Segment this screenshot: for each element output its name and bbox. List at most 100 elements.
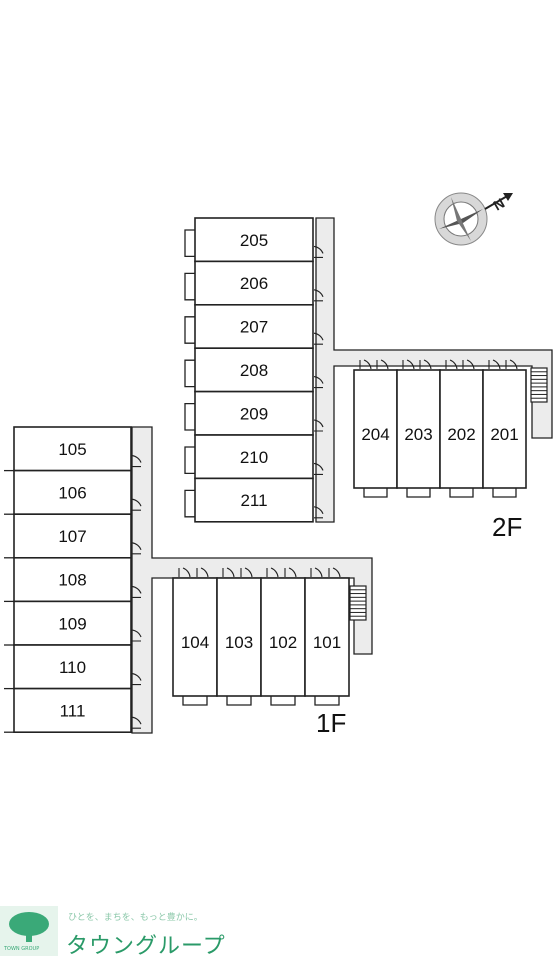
door-icon (284, 567, 297, 578)
room-number: 101 (313, 633, 341, 652)
door-icon (488, 359, 501, 370)
door-icon (196, 567, 209, 578)
room-number: 108 (58, 571, 86, 590)
room-209: 209 (184, 390, 314, 436)
door-icon (359, 359, 372, 370)
door-icon (313, 506, 324, 519)
room-number: 107 (58, 527, 86, 546)
door-icon (313, 245, 324, 258)
balcony (184, 402, 195, 431)
room-number: 105 (58, 440, 86, 459)
room-number: 207 (240, 318, 268, 337)
door-icon (131, 673, 142, 686)
door-icon (222, 567, 235, 578)
balcony (363, 488, 388, 498)
room-box (216, 577, 262, 697)
door-icon (131, 629, 142, 642)
room-number: 206 (240, 274, 268, 293)
room-number: 208 (240, 361, 268, 380)
balcony (184, 229, 195, 258)
room-box (194, 477, 314, 523)
room-box (260, 577, 306, 697)
room-105: 105 (4, 426, 132, 472)
door-icon (240, 567, 253, 578)
walkways (131, 217, 553, 734)
door-icon (131, 455, 142, 468)
footer-brand-name: タウングループ (66, 934, 226, 959)
room-101: 101 (304, 577, 350, 706)
walkway-1f (131, 426, 373, 734)
door-icon (131, 716, 142, 729)
north-arrow-head (503, 193, 513, 201)
stair-box (349, 585, 367, 621)
room-number: 103 (225, 633, 253, 652)
room-number: 210 (240, 448, 268, 467)
room-box (13, 644, 132, 690)
stairs-1f (349, 585, 367, 621)
room-201: 201 (482, 369, 527, 498)
room-number: 106 (58, 484, 86, 503)
footer-tagline: ひとを、まちを、もっと豊かに。 (68, 913, 203, 923)
compass-needle (451, 197, 471, 241)
room-203: 203 (396, 369, 441, 498)
room-box (194, 303, 314, 349)
door-icon (402, 359, 415, 370)
balcony (226, 696, 252, 706)
room-box (13, 687, 132, 733)
balcony (314, 696, 340, 706)
room-205: 205 (184, 217, 314, 263)
room-box (194, 217, 314, 263)
door-icon (376, 359, 389, 370)
door-icon (266, 567, 279, 578)
stairs-2f (530, 367, 548, 403)
door-icon (313, 462, 324, 475)
room-111: 111 (4, 687, 132, 733)
room-number: 111 (60, 702, 86, 721)
room-box (353, 369, 398, 489)
room-109: 109 (4, 600, 132, 646)
balcony (406, 488, 431, 498)
walkway-2f (315, 217, 553, 523)
door-icon (131, 542, 142, 555)
balcony (492, 488, 517, 498)
room-number: 109 (58, 614, 86, 633)
room-number: 209 (240, 404, 268, 423)
room-box (13, 469, 132, 516)
stairs (349, 367, 548, 621)
balcony (184, 489, 195, 518)
rooms: 205 206 207 208 209 210 211 204 203 202 201 105 106 1… (4, 217, 527, 733)
footer-brand-block: TOWN GROUP ひとを、まちを、もっと豊かに。 タウングループ (0, 906, 240, 960)
room-number: 204 (361, 425, 389, 444)
door-icon (313, 289, 324, 302)
floor-plan: 205 206 207 208 209 210 211 204 203 202 201 105 106 1… (4, 192, 553, 734)
room-102: 102 (260, 577, 306, 706)
room-box (439, 369, 484, 489)
door-icon (419, 359, 432, 370)
room-103: 103 (216, 577, 262, 706)
balcony (184, 272, 195, 301)
room-number: 202 (447, 425, 475, 444)
room-104: 104 (172, 577, 218, 706)
door-icon (445, 359, 458, 370)
balcony (184, 359, 195, 388)
balcony (184, 316, 195, 344)
room-204: 204 (353, 369, 398, 498)
room-208: 208 (184, 347, 314, 393)
room-202: 202 (439, 369, 484, 498)
room-box (13, 600, 132, 646)
door-icon (310, 567, 323, 578)
room-207: 207 (184, 303, 314, 349)
room-number: 205 (240, 231, 268, 250)
balcony (449, 488, 474, 498)
room-210: 210 (184, 434, 314, 480)
room-box (194, 390, 314, 436)
room-box (13, 513, 132, 559)
door-icon (178, 567, 191, 578)
room-211: 211 (184, 477, 314, 523)
door-icon (328, 567, 341, 578)
logo-caption: TOWN GROUP (4, 946, 40, 952)
room-number: 102 (269, 633, 297, 652)
door-icon (313, 376, 324, 389)
room-110: 110 (4, 644, 132, 690)
room-number: 211 (240, 491, 267, 510)
